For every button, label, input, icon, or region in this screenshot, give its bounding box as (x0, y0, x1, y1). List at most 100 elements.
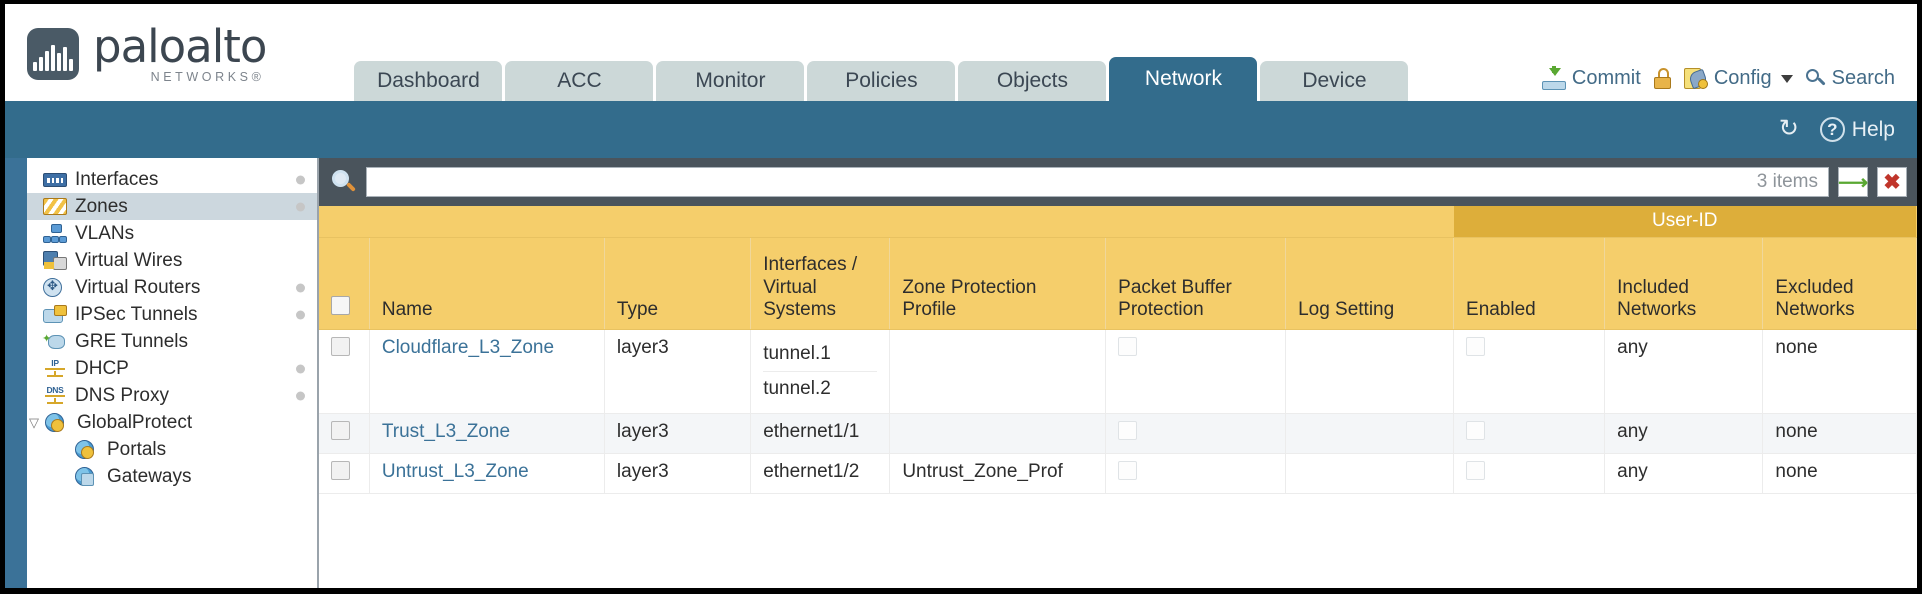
column-header-log-setting[interactable]: Log Setting (1285, 237, 1455, 331)
search-icon[interactable] (331, 169, 357, 195)
brand-subtitle: NETWORKS® (150, 69, 265, 84)
brand-logo: paloalto NETWORKS® (5, 24, 267, 102)
column-header-row: Name Type Interfaces / Virtual Systems Z… (319, 237, 1917, 331)
userid-enabled-checkbox[interactable] (1466, 337, 1486, 357)
refresh-icon: ↻ (1778, 115, 1799, 142)
zones-table: User-ID Name Type Interfaces / Virtual S… (319, 206, 1917, 495)
config-label: Config (1713, 67, 1772, 89)
status-dot (296, 175, 305, 184)
column-header-type[interactable]: Type (604, 237, 752, 331)
column-header-interfaces[interactable]: Interfaces / Virtual Systems (750, 237, 891, 331)
refresh-button[interactable]: ↻ (1778, 115, 1804, 142)
sidebar-item-label: IPSec Tunnels (75, 303, 198, 325)
globalprotect-icon (45, 413, 69, 432)
row-checkbox[interactable] (331, 337, 350, 357)
table-row[interactable]: Cloudflare_L3_Zone layer3 tunnel.1 tunne… (319, 329, 1917, 415)
search-input[interactable]: 3 items (366, 167, 1829, 197)
expand-triangle-icon[interactable]: ▽ (29, 414, 39, 430)
packet-buffer-protection-checkbox[interactable] (1118, 337, 1138, 357)
row-select-cell (319, 413, 370, 455)
column-header-included-networks[interactable]: Included Networks (1604, 237, 1764, 331)
cell-included-networks: any (1604, 413, 1764, 455)
virtual-wires-icon (43, 251, 67, 270)
dhcp-icon: IP (43, 359, 67, 378)
commit-button[interactable]: Commit (1541, 65, 1641, 90)
packet-buffer-protection-checkbox[interactable] (1118, 461, 1138, 481)
sidebar-item-gre-tunnels[interactable]: GRE Tunnels (27, 328, 317, 355)
tab-dashboard[interactable]: Dashboard (354, 61, 503, 101)
tab-label: ACC (557, 69, 602, 92)
search-button[interactable]: Search (1805, 67, 1895, 90)
tab-label: Dashboard (377, 69, 480, 92)
column-header-excluded-networks[interactable]: Excluded Networks (1762, 237, 1917, 331)
clear-filter-button[interactable]: ✖ (1877, 167, 1907, 197)
sidebar-item-label: Virtual Routers (75, 276, 201, 298)
column-header-name[interactable]: Name (369, 237, 605, 331)
select-all-header (319, 237, 370, 331)
commit-icon (1541, 65, 1566, 90)
cell-excluded-networks: none (1762, 329, 1917, 415)
cell-name: Untrust_L3_Zone (369, 453, 605, 495)
zone-name-link[interactable]: Trust_L3_Zone (381, 421, 511, 443)
zone-name-link[interactable]: Untrust_L3_Zone (381, 461, 529, 483)
row-checkbox[interactable] (331, 421, 350, 441)
gateways-icon (75, 467, 99, 486)
zone-name-link[interactable]: Cloudflare_L3_Zone (381, 337, 555, 359)
cell-userid-enabled (1453, 413, 1606, 455)
zones-table-body: Cloudflare_L3_Zone layer3 tunnel.1 tunne… (319, 329, 1917, 495)
group-header-blank (319, 206, 1454, 239)
sidebar-item-globalprotect[interactable]: ▽ GlobalProtect (27, 409, 317, 436)
column-header-zone-protection-profile[interactable]: Zone Protection Profile (889, 237, 1107, 331)
apply-filter-button[interactable]: ⟶ (1838, 167, 1868, 197)
sidebar-item-dns-proxy[interactable]: DNS DNS Proxy (27, 382, 317, 409)
cell-log-setting (1285, 329, 1455, 415)
userid-enabled-checkbox[interactable] (1466, 461, 1486, 481)
tab-label: Policies (845, 69, 918, 92)
cell-type: layer3 (604, 329, 752, 415)
sidebar-item-vlans[interactable]: VLANs (27, 220, 317, 247)
cell-userid-enabled (1453, 329, 1606, 415)
sidebar-item-interfaces[interactable]: Interfaces (27, 166, 317, 193)
sidebar-item-gateways[interactable]: Gateways (27, 463, 317, 490)
help-icon: ? (1819, 117, 1845, 142)
column-header-packet-buffer-protection[interactable]: Packet Buffer Protection (1105, 237, 1287, 331)
tab-device[interactable]: Device (1260, 61, 1409, 101)
cell-type: layer3 (604, 413, 752, 455)
ipsec-tunnels-icon (43, 305, 67, 324)
tab-acc[interactable]: ACC (505, 61, 654, 101)
tab-label: Network (1144, 67, 1222, 90)
cell-interfaces: ethernet1/1 (750, 413, 891, 455)
brand-text: paloalto NETWORKS® (93, 24, 267, 86)
sidebar-item-virtual-routers[interactable]: Virtual Routers (27, 274, 317, 301)
tab-monitor[interactable]: Monitor (656, 61, 805, 101)
search-icon (1805, 68, 1826, 89)
select-all-checkbox[interactable] (331, 296, 350, 315)
sidebar-item-zones[interactable]: Zones (27, 193, 317, 220)
tab-policies[interactable]: Policies (807, 61, 956, 101)
column-header-userid-enabled[interactable]: Enabled (1453, 237, 1606, 331)
left-rail (5, 158, 27, 588)
cell-zone-protection-profile: Untrust_Zone_Prof (889, 453, 1107, 495)
status-dot (296, 364, 305, 373)
help-button[interactable]: ? Help (1819, 117, 1895, 142)
userid-enabled-checkbox[interactable] (1466, 421, 1486, 441)
tab-network[interactable]: Network (1109, 57, 1258, 101)
cell-packet-buffer-protection (1105, 413, 1287, 455)
table-row[interactable]: Untrust_L3_Zone layer3 ethernet1/2 Untru… (319, 453, 1917, 495)
sidebar-item-portals[interactable]: Portals (27, 436, 317, 463)
help-label: Help (1851, 117, 1895, 141)
tab-objects[interactable]: Objects (958, 61, 1107, 101)
padlock-icon[interactable] (1653, 68, 1671, 89)
packet-buffer-protection-checkbox[interactable] (1118, 421, 1138, 441)
page-body: Interfaces Zones VLANs Virtual Wires Vir… (5, 158, 1917, 588)
item-count-label: 3 items (1756, 171, 1818, 192)
table-row[interactable]: Trust_L3_Zone layer3 ethernet1/1 any non… (319, 413, 1917, 455)
cell-included-networks: any (1604, 329, 1764, 415)
sidebar-item-virtual-wires[interactable]: Virtual Wires (27, 247, 317, 274)
sidebar-item-ipsec-tunnels[interactable]: IPSec Tunnels (27, 301, 317, 328)
config-menu[interactable]: Config (1683, 67, 1793, 90)
row-checkbox[interactable] (331, 461, 350, 481)
status-dot (296, 202, 305, 211)
sidebar-item-dhcp[interactable]: IP DHCP (27, 355, 317, 382)
